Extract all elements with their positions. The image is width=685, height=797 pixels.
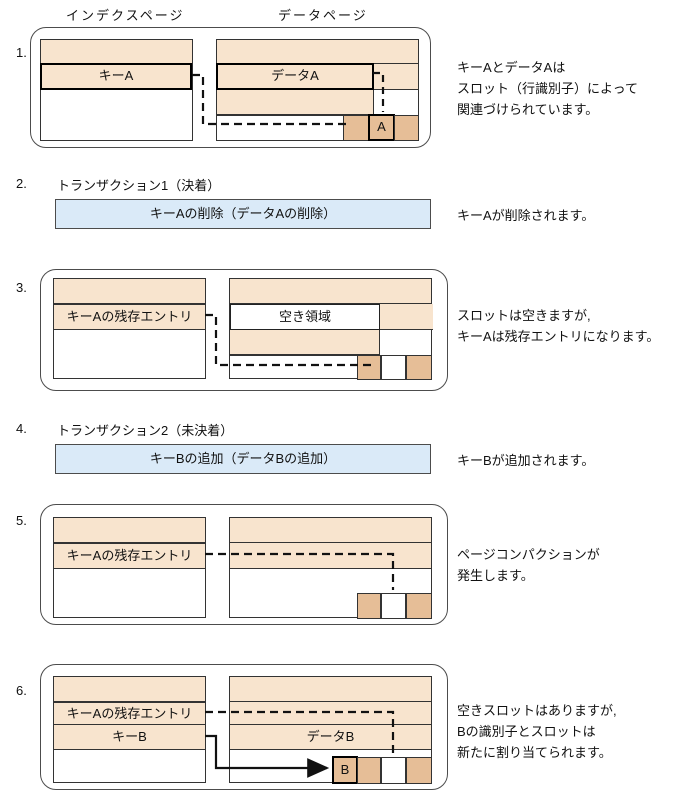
residual-entry-label: キーAの残存エントリ <box>66 706 193 721</box>
step2-number: 2. <box>16 176 27 191</box>
step6-data-b-row: データB <box>230 725 431 750</box>
slot-free <box>381 757 406 784</box>
step3-residual-entry-row: キーAの残存エントリ <box>54 304 205 330</box>
data-b-label: データB <box>306 729 355 744</box>
key-b-label: キーB <box>112 729 147 744</box>
slot-used <box>343 115 369 141</box>
step5-container: キーAの残存エントリ <box>40 504 448 625</box>
residual-entry-label: キーAの残存エントリ <box>66 309 193 324</box>
step1-number: 1. <box>16 45 27 60</box>
note-line: スロットは空きますが, <box>457 308 591 323</box>
transaction-action-label: キーBの追加（データBの追加） <box>149 451 337 466</box>
step3-container: キーAの残存エントリ 空き領域 <box>40 269 448 391</box>
page-header-row <box>230 518 431 543</box>
slot-used <box>406 355 432 380</box>
row-fill-block <box>217 90 374 115</box>
step6-residual-entry-row: キーAの残存エントリ <box>54 702 205 725</box>
slot-used <box>357 593 381 619</box>
slot-a: A <box>368 114 395 141</box>
transaction-action-label: キーAの削除（データAの削除） <box>149 206 337 221</box>
row-fill-block <box>380 304 433 330</box>
step6-container: キーAの残存エントリ キーB データB B <box>40 664 448 790</box>
index-page-header: インデクスページ <box>66 8 185 23</box>
step3-data-page: 空き領域 <box>229 278 433 380</box>
note-line: キーAは残存エントリになります。 <box>457 329 660 344</box>
slot-free <box>381 593 406 619</box>
step3-index-page: キーAの残存エントリ <box>53 278 206 379</box>
step2-note: キーAが削除されます。 <box>457 205 594 226</box>
slot-used <box>357 757 381 784</box>
step4-title: トランザクション2（未決着） <box>57 423 234 438</box>
slot-b: B <box>332 756 358 784</box>
step4-note: キーBが追加されます。 <box>457 450 594 471</box>
step6-number: 6. <box>16 683 27 698</box>
free-area-label: 空き領域 <box>278 309 331 324</box>
step5-data-page <box>229 517 432 619</box>
step5-residual-entry-row: キーAの残存エントリ <box>54 543 205 569</box>
step6-data-page: データB B <box>229 676 432 784</box>
note-line: 空きスロットはありますが, <box>457 703 617 718</box>
step3-number: 3. <box>16 280 27 295</box>
step3-note: スロットは空きますが, キーAは残存エントリになります。 <box>457 305 659 347</box>
note-line: 関連づけられています。 <box>457 102 599 117</box>
step6-index-page: キーAの残存エントリ キーB <box>53 676 206 783</box>
step6-key-b-row: キーB <box>54 725 205 750</box>
note-line: 新たに割り当てられます。 <box>457 745 612 760</box>
step2-title: トランザクション1（決着） <box>57 178 221 193</box>
page-header-row <box>54 677 205 702</box>
step5-note: ページコンパクションが 発生します。 <box>457 544 600 586</box>
step5-index-page: キーAの残存エントリ <box>53 517 206 618</box>
data-page-header: データページ <box>278 8 368 23</box>
slot-used <box>406 593 432 619</box>
step4-transaction-box: キーBの追加（データBの追加） <box>55 444 431 474</box>
data-a-label: データA <box>271 68 319 83</box>
slot-used <box>394 115 419 141</box>
residual-entry-label: キーAの残存エントリ <box>66 548 193 563</box>
step5-number: 5. <box>16 513 27 528</box>
step3-free-area-row: 空き領域 <box>230 304 380 330</box>
row-fill-block <box>230 702 431 725</box>
note-line: スロット（行識別子）によって <box>457 81 638 96</box>
slot-b-label: B <box>340 762 350 777</box>
step1-container: キーA データA A <box>30 27 431 148</box>
step1-key-a-row: キーA <box>40 63 192 90</box>
page-header-row <box>54 279 205 304</box>
step1-data-a-row: データA <box>216 63 374 90</box>
step6-note: 空きスロットはありますが, Bの識別子とスロットは 新たに割り当てられます。 <box>457 700 617 763</box>
slot-used <box>406 757 432 784</box>
slot-free <box>381 355 406 380</box>
page-header-row <box>217 40 418 64</box>
step2-transaction-box: キーAの削除（データAの削除） <box>55 199 431 229</box>
step1-index-page: キーA <box>40 39 193 141</box>
note-line: ページコンパクションが <box>457 547 600 562</box>
page-header-row <box>230 279 431 304</box>
step4-number: 4. <box>16 421 27 436</box>
row-fill-block <box>230 543 431 569</box>
page-header-row <box>41 40 192 64</box>
step1-note: キーAとデータAは スロット（行識別子）によって 関連づけられています。 <box>457 57 638 120</box>
page-header-row <box>230 677 431 702</box>
key-a-label: キーA <box>98 68 134 83</box>
note-line: Bの識別子とスロットは <box>457 724 596 739</box>
note-line: キーAが削除されます。 <box>457 208 595 223</box>
step1-data-page: データA A <box>216 39 419 141</box>
note-line: キーBが追加されます。 <box>457 453 595 468</box>
slot-used <box>357 355 381 380</box>
row-fill-block <box>230 330 380 355</box>
note-line: キーAとデータAは <box>457 60 566 75</box>
slot-a-label: A <box>377 119 386 134</box>
page-header-row <box>54 518 205 543</box>
note-line: 発生します。 <box>457 568 534 583</box>
